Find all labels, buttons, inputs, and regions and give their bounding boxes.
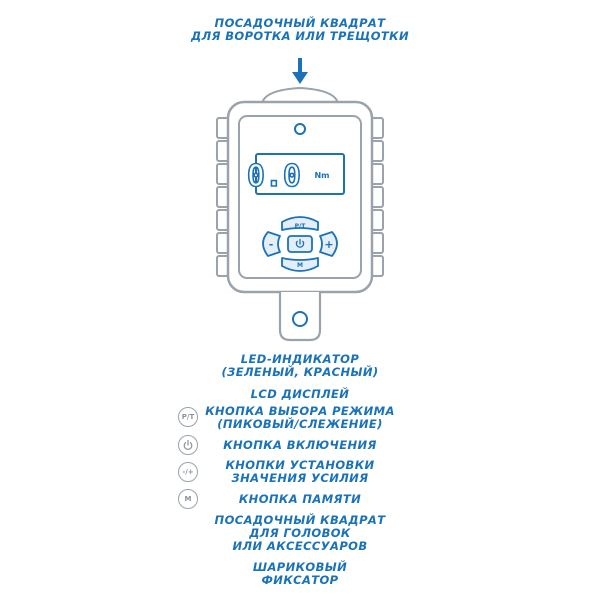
power-icon	[178, 435, 198, 455]
arrow-down-icon	[292, 58, 308, 84]
svg-text:+: +	[324, 238, 333, 251]
minus-button[interactable]: -	[262, 231, 281, 257]
mode-button[interactable]: P/T	[281, 216, 319, 231]
svg-text:M: M	[297, 262, 303, 269]
power-icon	[295, 238, 305, 248]
power-button[interactable]	[287, 235, 313, 253]
legend-lcd-display: LCD ДИСПЛЕЙ	[250, 387, 350, 401]
mode-button-icon: P/T	[178, 407, 198, 427]
plus-button[interactable]: +	[319, 231, 338, 257]
svg-text:P/T: P/T	[295, 223, 307, 230]
ball-lock	[292, 311, 308, 327]
lcd-display	[255, 153, 345, 195]
legend-ball-lock: ШАРИКОВЫЙ ФИКСАТОР	[252, 560, 348, 587]
keypad: P/T - + M	[262, 216, 338, 272]
svg-text:-: -	[269, 238, 274, 251]
minus-plus-icon: -/+	[178, 462, 198, 482]
legend-power-button: КНОПКА ВКЛЮЧЕНИЯ	[223, 438, 377, 452]
legend-mode-button: КНОПКА ВЫБОРА РЕЖИМА (ПИКОВЫЙ/СЛЕЖЕНИЕ)	[205, 404, 395, 431]
legend-led-indicator: LED-ИНДИКАТОР (ЗЕЛЕНЫЙ, КРАСНЫЙ)	[221, 352, 379, 379]
legend-socket-drive-square: ПОСАДОЧНЫЙ КВАДРАТ ДЛЯ ГОЛОВОК ИЛИ АКСЕС…	[214, 513, 386, 553]
lcd-unit: Nm	[314, 171, 329, 180]
legend-memory-button: КНОПКА ПАМЯТИ	[238, 492, 362, 506]
memory-icon: M	[178, 489, 198, 509]
lcd-value: 0.0	[247, 159, 301, 194]
top-drive-square-label: ПОСАДОЧНЫЙ КВАДРАТ ДЛЯ ВОРОТКА ИЛИ ТРЕЩО…	[191, 16, 409, 43]
legend-torque-buttons: КНОПКИ УСТАНОВКИ ЗНАЧЕНИЯ УСИЛИЯ	[225, 458, 375, 485]
top-drive-square	[260, 86, 340, 105]
device-face	[238, 115, 362, 279]
led-indicator	[294, 123, 306, 135]
memory-button[interactable]: M	[281, 257, 319, 272]
